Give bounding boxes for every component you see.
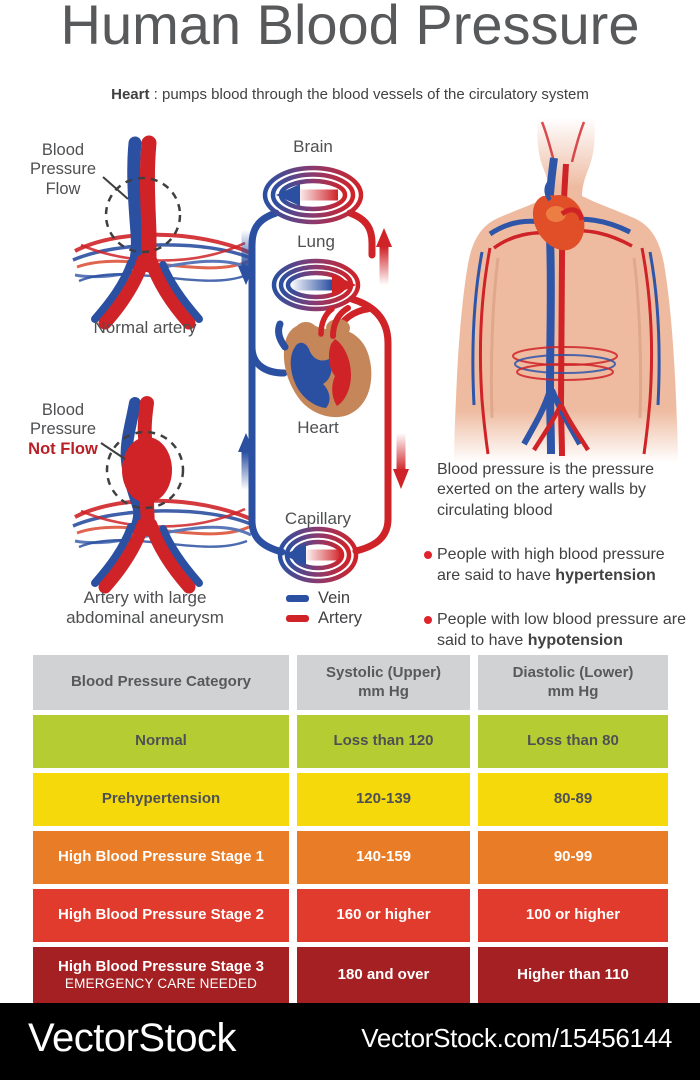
vessel-legend: Vein Artery [286,588,362,628]
subtitle-rest: : pumps blood through the blood vessels … [149,86,589,103]
callout-pointer-line [102,176,129,200]
header-category: Blood Pressure Category [33,655,289,710]
lung-label: Lung [297,232,335,251]
header-diastolic: Diastolic (Lower) mm Hg [478,655,668,710]
artery-swatch-icon [286,614,309,622]
body-silhouette [454,118,678,462]
dashed-focus-circle [105,430,185,510]
artery-rail [346,209,376,259]
capillary-label: Capillary [284,509,352,528]
vectorstock-logo: VectorStock [28,1016,236,1060]
bullet-icon [424,616,432,625]
body-heart [532,178,585,251]
lung-coil [271,258,361,312]
circulation-diagram [238,165,409,584]
aneurysm-artery-callout: Blood Pressure Not Flow [13,401,113,459]
normal-artery-caption: Normal artery [93,318,197,337]
description-block: Blood pressure is the pressure exerted o… [424,460,692,651]
blood-pressure-table: Blood Pressure Category Systolic (Upper)… [33,655,668,1004]
aneurysm-artery-caption: Artery with large abdominal aneurysm [66,588,224,628]
stage3-category-cell: High Blood Pressure Stage 3 EMERGENCY CA… [33,947,289,1004]
vein-down-arrow [238,230,254,285]
artery-vessel [139,135,157,273]
hypertension-bullet: People with high blood pressure are said… [424,545,692,586]
human-body-illustration [454,118,678,462]
blood-pressure-definition: Blood pressure is the pressure exerted o… [437,461,654,519]
image-credit-url: VectorStock.com/15456144 [361,1023,672,1053]
normal-artery-illustration [72,135,254,330]
not-flow-alert: Not Flow [28,439,98,458]
vein-up-arrow [238,433,254,490]
legend-artery: Artery [286,608,362,628]
callout-pointer-line [100,442,126,460]
normal-artery-callout: Blood Pressure Flow [29,141,97,198]
heart-label: Heart [297,418,339,437]
dashed-focus-circle [104,176,182,254]
brain-label: Brain [293,137,333,156]
vein-rail [248,209,286,556]
hypotension-bullet: People with low blood pressure are said … [424,610,692,651]
artery-up-arrow [376,228,392,285]
aneurysm-artery-illustration [72,396,254,594]
header-systolic: Systolic (Upper) mm Hg [297,655,470,710]
legend-vein: Vein [286,588,362,608]
capillary-coil [277,526,359,584]
vein-swatch-icon [286,594,309,602]
bullet-icon [424,551,432,560]
brain-coil [262,165,364,225]
aneurysm-bulge [122,437,172,503]
vein-vessel [127,136,144,270]
watermark-bar: VectorStock VectorStock.com/15456144 [0,1003,700,1080]
subtitle-lead: Heart [111,86,150,103]
page-title: Human Blood Pressure [60,0,640,56]
emergency-note: EMERGENCY CARE NEEDED [64,976,258,992]
artery-down-arrow [393,433,409,489]
heart-illustration [275,305,372,418]
subtitle: Heart : pumps blood through the blood ve… [0,86,700,103]
